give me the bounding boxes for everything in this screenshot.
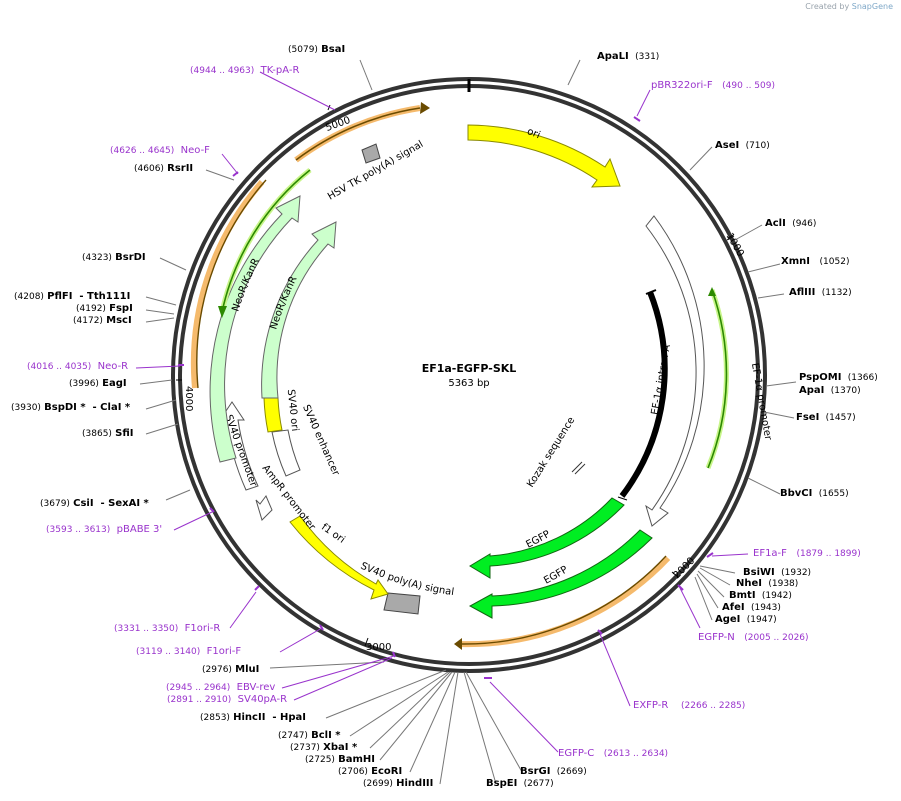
feature-sv40-enhancer xyxy=(271,429,301,477)
site-bsrdi: (4323) BsrDI xyxy=(82,252,146,263)
primer-leaders xyxy=(135,71,749,753)
site-leaders xyxy=(139,59,797,785)
site-eagi: (3996) EagI xyxy=(69,378,127,389)
site-hindiii: (2699) HindIII xyxy=(363,778,434,789)
site-fsei: FseI (1457) xyxy=(796,412,856,423)
feature-neor-2 xyxy=(261,221,337,399)
label-ef1a-intron: EF-1α intron A xyxy=(650,344,673,416)
site-apai: ApaI (1370) xyxy=(799,385,861,396)
primer-egfp-c: EGFP-C (2613 .. 2634) xyxy=(558,748,669,759)
feature-ampr-promoter xyxy=(255,495,273,521)
label-ori: ori xyxy=(525,126,541,141)
primer-egfp-n: EGFP-N (2005 .. 2026) xyxy=(698,632,809,643)
primer-ef1a-f: EF1a-F (1879 .. 1899) xyxy=(753,548,861,559)
feature-neor-1 xyxy=(209,195,301,463)
primer-neo-f: (4626 .. 4645) Neo-F xyxy=(110,145,210,156)
feature-sv40-polya xyxy=(383,592,421,615)
ruler-tick xyxy=(671,571,679,578)
ruler-tick xyxy=(726,235,735,241)
feature-f1-ori xyxy=(289,515,389,600)
site-fspi: (4192) FspI xyxy=(76,303,133,314)
ruler-3000: 3000 xyxy=(366,642,391,653)
site-csii-sexai: (3679) CsiI - SexAI * xyxy=(40,498,149,509)
intron-cap xyxy=(645,289,657,295)
site-afliii: AflIII (1132) xyxy=(789,287,852,298)
primer-neo-r: (4016 .. 4035) Neo-R xyxy=(27,361,129,372)
site-asei: AseI (710) xyxy=(715,140,770,151)
primer-ticks xyxy=(178,116,714,679)
site-xmni: XmnI (1052) xyxy=(781,256,850,267)
site-bsrgi: BsrGI (2669) xyxy=(520,766,587,777)
site-bamhi: (2725) BamHI xyxy=(305,754,376,765)
arrowhead xyxy=(454,638,462,650)
primer-exfp-r: EXFP-R (2266 .. 2285) xyxy=(633,700,746,711)
feature-kozak xyxy=(574,463,586,475)
feature-arc-core xyxy=(196,179,267,389)
feature-egfp-1 xyxy=(469,497,625,579)
feature-hsv-tk-polya xyxy=(361,143,381,164)
site-mlui: (2976) MluI xyxy=(202,664,260,675)
primer-f1ori-f: (3119 .. 3140) F1ori-F xyxy=(136,646,242,657)
label-f1-ori: f1 ori xyxy=(319,522,347,546)
site-xbai: (2737) XbaI * xyxy=(290,742,358,753)
intron-cap xyxy=(617,496,628,501)
label-kozak: Kozak sequence xyxy=(525,415,577,489)
site-acli: AclI (946) xyxy=(765,218,817,229)
feature-kozak xyxy=(571,461,583,473)
label-sv40-ori: SV40 ori xyxy=(285,389,300,432)
site-hincii-hpai: (2853) HincII - HpaI xyxy=(200,712,307,723)
site-apali: ApaLI (331) xyxy=(597,51,660,62)
site-bbvci: BbvCI (1655) xyxy=(780,488,849,499)
feature-egfp-2 xyxy=(468,529,653,619)
site-bsiwi: BsiWI (1932) xyxy=(743,567,812,578)
site-bcli: (2747) BclI * xyxy=(278,730,341,741)
credit-brand: SnapGene xyxy=(851,2,893,11)
feature-sv40-ori xyxy=(263,397,283,433)
primer-pbabe-3: (3593 .. 3613) pBABE 3' xyxy=(46,524,163,535)
site-rsrii: (4606) RsrII xyxy=(134,163,194,174)
site-bmti: BmtI (1942) xyxy=(729,590,792,601)
snapgene-credit: Created by SnapGene xyxy=(805,2,893,11)
feature-arc-core xyxy=(461,555,667,645)
primer-ebv-rev: (2945 .. 2964) EBV-rev xyxy=(166,682,276,693)
site-sfii: (3865) SfiI xyxy=(82,428,134,439)
feature-arc-core xyxy=(295,107,421,161)
site-agei: AgeI (1947) xyxy=(715,614,777,625)
ruler-tick xyxy=(364,637,369,647)
primer-f1ori-r: (3331 .. 3350) F1ori-R xyxy=(114,623,221,634)
ruler-4000: 4000 xyxy=(183,386,194,411)
feature-ef1a-intron xyxy=(619,290,668,498)
plasmid-length: 5363 bp xyxy=(448,378,489,389)
arrowhead xyxy=(218,306,227,318)
site-bspdi-clai: (3930) BspDI * - ClaI * xyxy=(11,402,131,413)
feature-ori xyxy=(467,124,621,188)
site-ecori: (2706) EcoRI xyxy=(338,766,403,777)
credit-prefix: Created by xyxy=(805,2,850,11)
arrowhead xyxy=(708,287,716,296)
plasmid-name: EF1a-EGFP-SKL xyxy=(422,362,517,375)
site-bsai: (5079) BsaI xyxy=(288,44,346,55)
primer-pbr322ori-f: pBR322ori-F (490 .. 509) xyxy=(651,80,775,91)
arrowhead xyxy=(420,102,430,114)
primer-sv40pa-r: (2891 .. 2910) SV40pA-R xyxy=(167,694,288,705)
site-pflfi-tth111i: (4208) PflFI - Tth111I xyxy=(14,291,131,302)
feature-green-core xyxy=(707,289,728,469)
site-nhei: NheI (1938) xyxy=(736,578,799,589)
site-bspei: BspEI (2677) xyxy=(486,778,554,789)
site-afei: AfeI (1943) xyxy=(722,602,781,613)
site-msci: (4172) MscI xyxy=(73,315,132,326)
feature-arc-orange xyxy=(190,180,265,389)
site-pspomi: PspOMI (1366) xyxy=(799,372,878,383)
feature-ef1a-promoter xyxy=(645,215,705,527)
feature-green-core xyxy=(221,169,311,313)
label-sv40-enhancer: SV40 enhancer xyxy=(300,403,341,478)
primer-tk-pa-r: (4944 .. 4963) TK-pA-R xyxy=(190,65,300,76)
